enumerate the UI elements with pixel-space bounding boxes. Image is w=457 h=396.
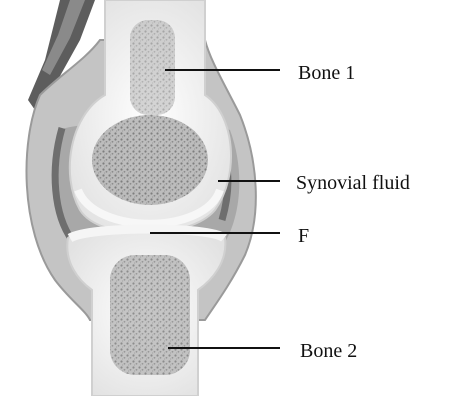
bone1-spongy-shaft [130,20,175,115]
label-synovial-fluid: Synovial fluid [296,173,410,193]
label-f: F [298,226,309,246]
label-bone-2: Bone 2 [300,341,357,361]
bone1-spongy-head [92,115,208,205]
label-bone-1: Bone 1 [298,63,355,83]
bone2-spongy-shaft [110,255,190,375]
